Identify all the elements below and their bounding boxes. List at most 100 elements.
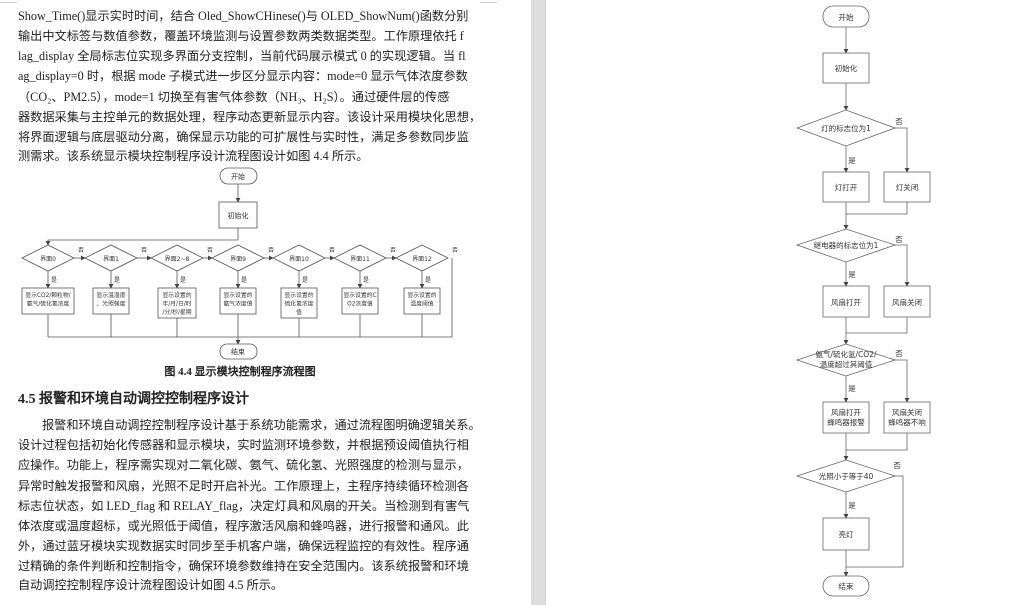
end-terminator	[219, 343, 258, 360]
decision-label: 温度超过其阈值	[820, 359, 873, 369]
document-page-left: Show_Time()显示实时时间，结合 Oled_ShowCHinese()与…	[0, 0, 497, 592]
action-label: 显示温湿度	[97, 291, 126, 299]
no-label: 否	[78, 247, 84, 254]
action-label: 显示设置的	[408, 291, 437, 299]
action-label: /分/秒/星期	[162, 308, 191, 316]
action-box	[21, 287, 75, 315]
decision-label: 氨气/硫化氢/CO2/	[816, 349, 877, 359]
no-label: 否	[329, 247, 335, 254]
action-label: 氨气/硫化氢浓度	[27, 300, 70, 308]
action-label: 显示设置的	[224, 291, 253, 299]
no-label: 否	[895, 349, 903, 358]
page-gap	[531, 0, 546, 605]
no-label: 否	[452, 247, 458, 254]
decision-label: 光照小于等于40	[819, 471, 874, 481]
action-box	[157, 287, 197, 319]
decision-label: 界面1	[103, 256, 119, 263]
text-line: 体浓度或温度超标，或光照低于阈值，程序激活风扇和蜂鸣器，进行报警和通风。此	[18, 519, 469, 533]
text-line: 自动调控控制程序设计流程图设计如图 4.5 所示。	[18, 578, 284, 592]
init-label: 初始化	[228, 211, 249, 220]
decision-label: 界面9	[230, 256, 246, 263]
no-label: 否	[141, 247, 147, 254]
box-label: 风扇关闭	[892, 407, 922, 417]
no-label: 否	[390, 247, 396, 254]
text-line: 器数据采集与主控单元的数据处理，程序动态更新显示内容。该设计采用模块化思想，	[18, 110, 482, 124]
no-label: 否	[895, 235, 903, 244]
text-line: 将界面逻辑与底层驱动分离，确保显示功能的可扩展性与实时性，满足多参数同步监	[18, 130, 469, 144]
text-line: lag_display 全局标志位实现多界面分支控制，当前代码展示模式 0 的实…	[18, 49, 466, 63]
decision-label: 界面11	[350, 256, 370, 263]
no-label: 否	[893, 461, 901, 470]
start-label: 开始	[839, 12, 854, 22]
box-label: 风扇打开	[831, 407, 861, 417]
action-label: 显示设置的C	[343, 291, 376, 299]
box-label: 灯打开	[835, 182, 858, 192]
action-label: 硫化氢浓度	[285, 300, 314, 308]
action-label: 值	[296, 308, 302, 316]
flowchart-figure-4-5: 开始 初始化 灯的标志位为1 否 是 灯打开 灯关闭 继电器的标志位为1 否 是…	[795, 5, 931, 597]
yes-label: 是	[848, 501, 856, 510]
text-line: ag_display=0 时，根据 mode 子模式进一步区分显示内容：mode…	[18, 69, 468, 83]
action-label: 显示CO2/颗粒物/	[25, 291, 70, 299]
text-line: 异常时触发报警和风扇，光照不足时开启补光。工作原理上，主程序持续循环检测各	[18, 479, 469, 493]
yes-label: 是	[114, 277, 120, 284]
yes-label: 是	[241, 277, 247, 284]
yes-label: 是	[848, 384, 856, 393]
section-heading: 4.5 报警和环境自动调控控制程序设计	[18, 392, 249, 407]
yes-label: 是	[51, 277, 57, 284]
action-label: 显示设置的	[163, 291, 192, 299]
start-label: 开始	[231, 172, 245, 181]
yes-label: 是	[848, 156, 856, 165]
figure-caption: 图 4.4 显示模块控制程序流程图	[164, 366, 316, 378]
yes-label: 是	[425, 277, 431, 284]
no-label: 否	[895, 117, 903, 126]
decision-label: 继电器的标志位为1	[814, 240, 879, 250]
start-terminator	[219, 167, 258, 185]
action-box	[403, 287, 441, 315]
init-label: 初始化	[835, 63, 858, 73]
box-label: 蜂鸣器不响	[888, 417, 926, 427]
action-box	[280, 287, 318, 319]
action-label: 年/月/日/时	[162, 300, 191, 308]
decision-diamond	[395, 244, 449, 272]
yes-label: 是	[180, 277, 186, 284]
decision-label: 界面10	[289, 256, 309, 263]
box-label: 风扇打开	[831, 297, 861, 307]
decision-label: 界面0	[40, 256, 56, 263]
no-label: 否	[207, 247, 213, 254]
text-line: 外，通过蓝牙模块实现数据实时同步至手机客户端，确保远程监控的有效性。程序通	[18, 539, 469, 553]
action-label: 氨气浓度值	[224, 300, 253, 308]
text-line: 应操作。功能上，程序需实现对二氧化碳、氨气、硫化氢、光照强度的检测与显示，	[18, 458, 469, 472]
yes-label: 是	[302, 277, 308, 284]
page-corner-mark	[0, 0, 17, 3]
action-label: 温度阈值	[410, 300, 433, 308]
text-line: Show_Time()显示实时时间，结合 Oled_ShowCHinese()与…	[18, 9, 469, 23]
yes-label: 是	[363, 277, 369, 284]
text-line: 测需求。该系统显示模块控制程序设计流程图设计如图 4.4 所示。	[18, 149, 369, 163]
action-box	[92, 287, 130, 315]
end-label: 结束	[231, 347, 245, 356]
box-label: 风扇关闭	[892, 297, 922, 307]
text-line: 报警和环境自动调控控制程序设计基于系统功能需求，通过流程图明确逻辑关系。	[42, 418, 481, 432]
action-label: 显示设置的	[285, 291, 314, 299]
text-line: 输出中文标签与数值参数，覆盖环境监测与设置参数两类数据类型。工作原理依托 f	[18, 29, 464, 43]
box-label: 蜂鸣器报警	[827, 417, 865, 427]
end-terminator	[822, 575, 870, 597]
box-label: 灯关闭	[896, 182, 919, 192]
text-line: 标志位状态，如 LED_flag 和 RELAY_flag，决定灯具和风扇的开关…	[18, 499, 470, 513]
yes-label: 是	[848, 270, 856, 279]
action-box	[341, 287, 379, 315]
text-line: 设计过程包括初始化传感器和显示模块，实时监测环境参数，并根据预设阈值执行相	[18, 438, 469, 452]
action-label: O2浓度值	[347, 300, 373, 308]
box-label: 亮灯	[839, 529, 854, 539]
page-corner-mark	[480, 0, 497, 3]
no-label: 否	[268, 247, 274, 254]
decision-label: 灯的标志位为1	[821, 123, 871, 133]
text-line: （CO₂、PM2.5），mode=1 切换至有害气体参数（NH₃、H₂S）。通过…	[18, 90, 450, 104]
decision-label: 界面2~8	[165, 256, 190, 263]
action-label: 、光照强度	[97, 300, 126, 308]
document-page-right: 开始 初始化 灯的标志位为1 否 是 灯打开 灯关闭 继电器的标志位为1 否 是…	[546, 0, 1024, 605]
decision-label: 界面12	[412, 256, 432, 263]
text-line: 过精确的条件判断和控制指令，确保环境参数维持在安全范围内。该系统报警和环境	[18, 559, 469, 573]
